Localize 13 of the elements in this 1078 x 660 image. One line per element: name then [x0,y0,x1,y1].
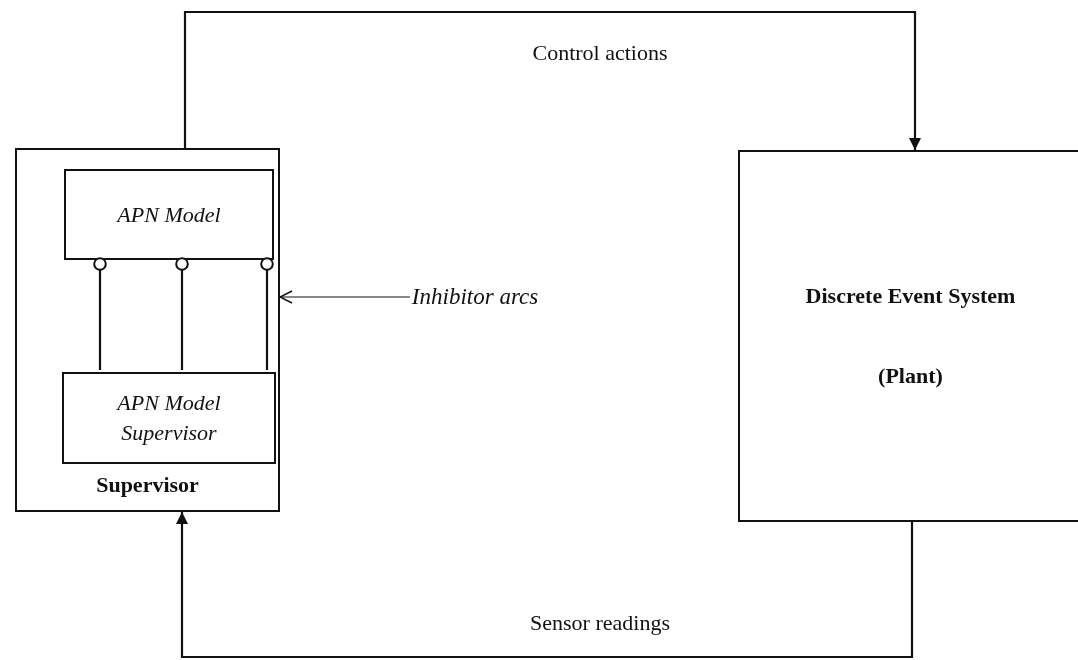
leader-line [279,290,411,304]
model-box [64,169,274,260]
box-label: APN Model [115,200,222,229]
arrow [176,512,914,659]
arrow [183,10,921,150]
annotation-text: Inhibitor arcs [410,283,540,312]
box-label: (Plant) [877,362,944,390]
supervisor-box [15,148,280,512]
model-box [62,372,276,464]
box-label: Discrete Event System [804,282,1017,311]
plant-box [738,150,1078,522]
box-label: APN Model Supervisor [115,389,222,447]
box-label: Supervisor [95,471,200,500]
